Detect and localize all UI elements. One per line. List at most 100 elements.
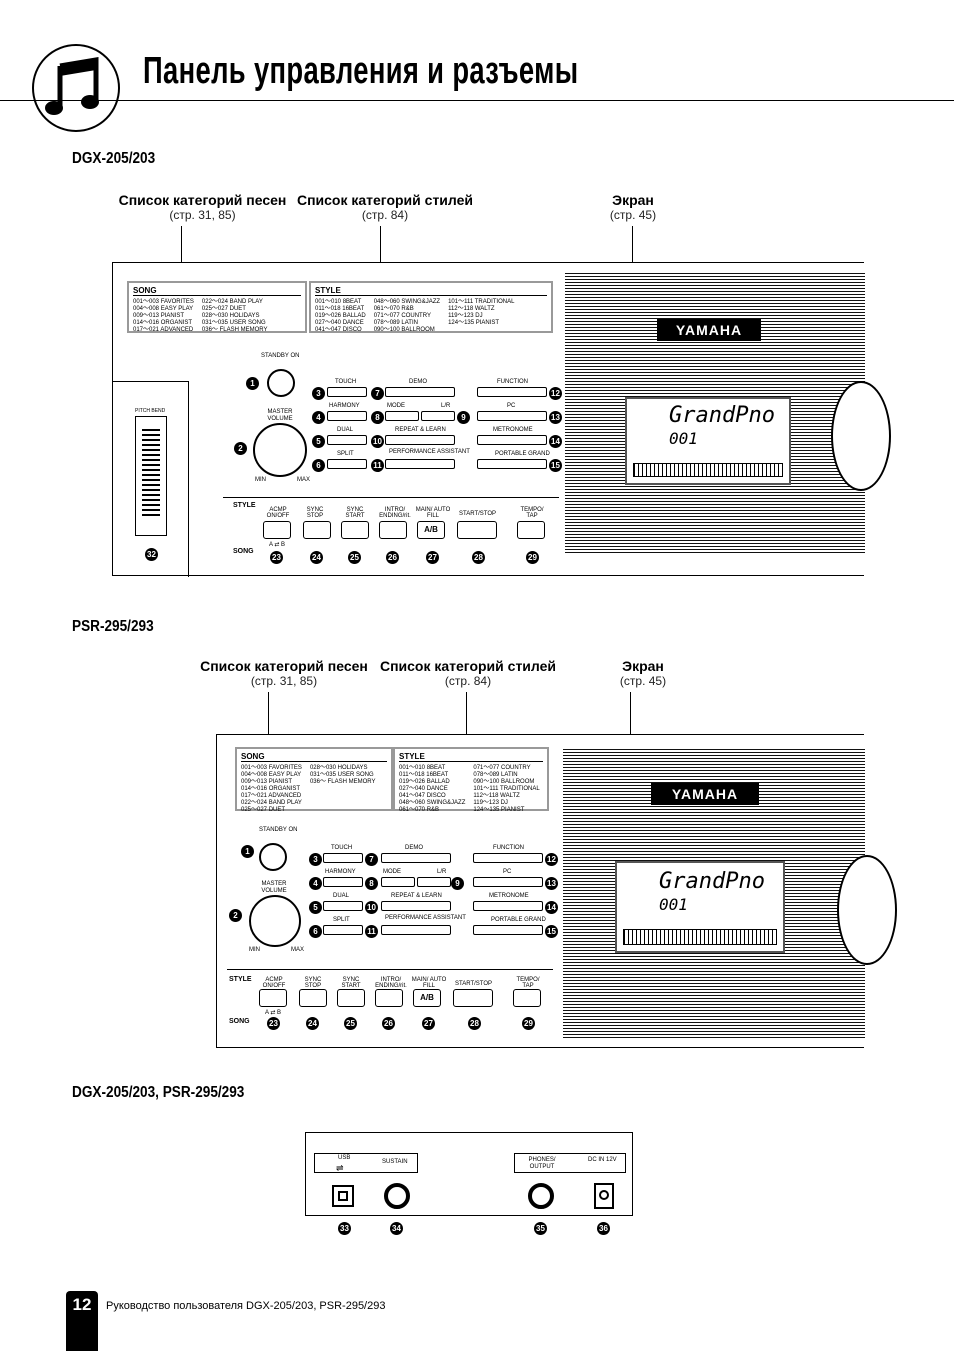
number-14: 14 — [549, 435, 562, 448]
function-button[interactable] — [473, 853, 543, 863]
number-32: 32 — [145, 548, 158, 561]
standby-switch[interactable] — [259, 843, 287, 871]
number-9: 9 — [457, 411, 470, 424]
volume-max-label: MAX — [297, 477, 311, 483]
portable-grand-button[interactable] — [473, 925, 543, 935]
sync-start-button[interactable] — [341, 521, 369, 539]
number-14: 14 — [545, 901, 558, 914]
tempo-tap-button[interactable] — [513, 989, 541, 1007]
performance-assistant-label: PERFORMANCE ASSISTANT — [385, 915, 466, 921]
sync-stop-button[interactable] — [303, 521, 331, 539]
style-list-heading: STYLE — [315, 286, 547, 296]
pc-button[interactable] — [477, 411, 547, 421]
main-ab-button[interactable]: A/B — [417, 521, 445, 539]
demo-button[interactable] — [381, 853, 451, 863]
master-volume-knob[interactable] — [249, 895, 301, 947]
performance-assistant-button[interactable] — [385, 459, 455, 469]
pc-button[interactable] — [473, 877, 543, 887]
acmp-button[interactable] — [263, 521, 291, 539]
number-11: 11 — [365, 925, 378, 938]
volume-max-label: MAX — [291, 947, 305, 953]
number-10: 10 — [371, 435, 384, 448]
sustain-jack[interactable] — [384, 1183, 410, 1209]
song-list-callout-1: Список категорий песен (стр. 31, 85) — [110, 192, 295, 222]
number-6: 6 — [312, 459, 325, 472]
repeat-learn-button[interactable] — [381, 901, 451, 911]
tempo-tap-button[interactable] — [517, 521, 545, 539]
leader-line — [268, 692, 269, 744]
start-stop-button[interactable] — [453, 989, 493, 1007]
lcd-display: GrandPno 001 — [615, 861, 785, 953]
number-1: 1 — [241, 845, 254, 858]
touch-button[interactable] — [327, 387, 367, 397]
master-volume-knob[interactable] — [253, 423, 307, 477]
callout-page: (стр. 45) — [619, 674, 667, 688]
start-stop-button[interactable] — [457, 521, 497, 539]
number-28: 28 — [472, 551, 485, 564]
repeat-learn-button[interactable] — [385, 435, 455, 445]
split-button[interactable] — [323, 925, 363, 935]
tempo-tap-label: TEMPO/ TAP — [516, 977, 540, 989]
performance-assistant-button[interactable] — [381, 925, 451, 935]
demo-button[interactable] — [385, 387, 455, 397]
callout-page: (стр. 84) — [361, 208, 409, 222]
dc-in-port[interactable] — [594, 1183, 614, 1209]
touch-label: TOUCH — [331, 845, 353, 851]
number-8: 8 — [365, 877, 378, 890]
lr-button[interactable] — [421, 411, 455, 421]
number-12: 12 — [549, 387, 562, 400]
harmony-button[interactable] — [323, 877, 363, 887]
usb-sustain-label-box — [314, 1153, 418, 1173]
lr-label: L/R — [441, 403, 451, 409]
mode-button[interactable] — [385, 411, 419, 421]
acmp-button[interactable] — [259, 989, 287, 1007]
number-33: 33 — [338, 1222, 351, 1235]
display-keyboard — [623, 929, 777, 945]
display-voice-name: GrandPno — [659, 869, 765, 894]
leader-line — [466, 692, 467, 744]
display-voice-number: 001 — [659, 895, 688, 914]
display-voice-number: 001 — [669, 429, 698, 448]
lr-button[interactable] — [417, 877, 451, 887]
number-13: 13 — [549, 411, 562, 424]
screen-callout-2: Экран (стр. 45) — [603, 658, 683, 688]
page-number: 12 — [72, 1295, 92, 1314]
number-15: 15 — [549, 459, 562, 472]
metronome-button[interactable] — [477, 435, 547, 445]
intro-ending-button[interactable] — [375, 989, 403, 1007]
main-ab-button[interactable]: A/B — [413, 989, 441, 1007]
portable-grand-label: PORTABLE GRAND — [491, 917, 546, 923]
split-button[interactable] — [327, 459, 367, 469]
pitch-bend-wheel[interactable] — [135, 416, 167, 536]
tempo-tap-label: TEMPO/ TAP — [520, 507, 544, 519]
page-title: Панель управления и разъемы — [143, 50, 579, 92]
sync-stop-button[interactable] — [299, 989, 327, 1007]
number-36: 36 — [597, 1222, 610, 1235]
portable-grand-label: PORTABLE GRAND — [495, 451, 550, 457]
song-row-label: SONG — [229, 1018, 250, 1025]
metronome-button[interactable] — [473, 901, 543, 911]
harmony-label: HARMONY — [325, 869, 356, 875]
portable-grand-button[interactable] — [477, 459, 547, 469]
mode-button[interactable] — [381, 877, 415, 887]
dual-button[interactable] — [327, 435, 367, 445]
usb-port[interactable] — [332, 1185, 354, 1207]
sync-start-button[interactable] — [337, 989, 365, 1007]
function-button[interactable] — [477, 387, 547, 397]
number-15: 15 — [545, 925, 558, 938]
harmony-button[interactable] — [327, 411, 367, 421]
phones-jack[interactable] — [528, 1183, 554, 1209]
style-list-callout-2: Список категорий стилей (стр. 84) — [378, 658, 558, 688]
touch-button[interactable] — [323, 853, 363, 863]
number-4: 4 — [312, 411, 325, 424]
leader-line — [380, 226, 381, 280]
standby-switch[interactable] — [267, 369, 295, 397]
dual-button[interactable] — [323, 901, 363, 911]
callout-page: (стр. 31, 85) — [169, 208, 236, 222]
intro-ending-button[interactable] — [379, 521, 407, 539]
number-29: 29 — [522, 1017, 535, 1030]
sync-stop-label: SYNC STOP — [304, 977, 322, 989]
intro-ending-label: INTRO/ ENDING/rit. — [375, 977, 407, 989]
